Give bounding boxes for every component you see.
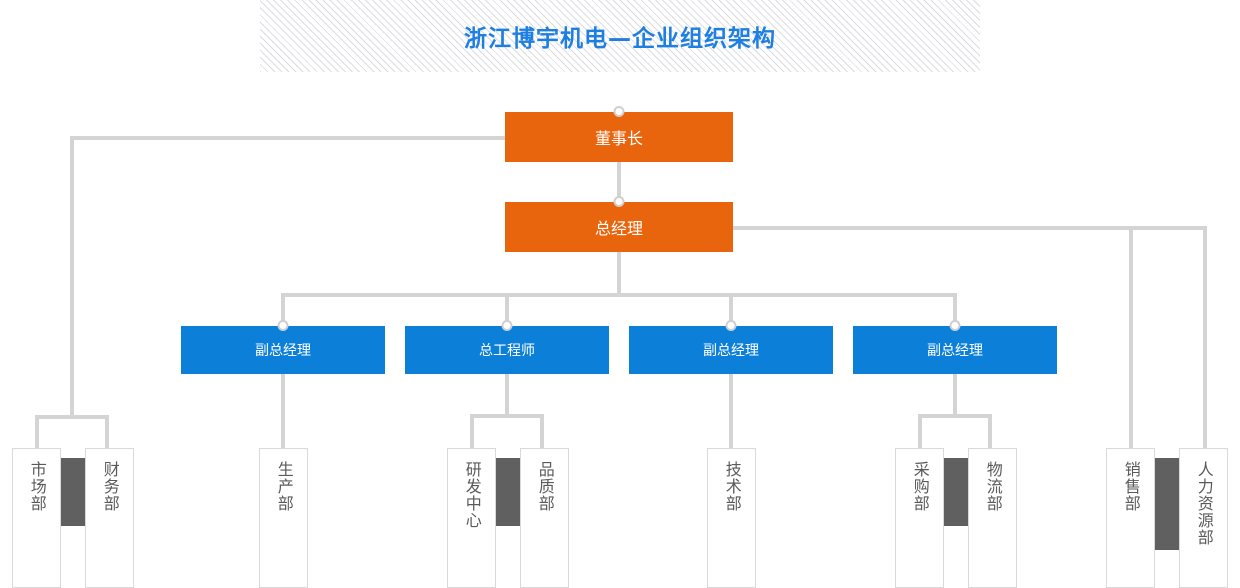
connector-manager4-down (953, 374, 957, 416)
accent-slab (60, 458, 86, 526)
dept-label: 财务部 (100, 461, 120, 512)
connector-drop-hr (1203, 226, 1207, 448)
accent-slab (943, 458, 969, 526)
node-chief-engineer[interactable]: 总工程师 (405, 320, 609, 374)
node-deputy-manager-1[interactable]: 副总经理 (181, 320, 385, 374)
dept-label: 品质部 (535, 461, 555, 512)
connector-drop-production (281, 374, 285, 448)
dept-market[interactable]: 市场部 (12, 448, 61, 588)
connector-chairman-left-drop (70, 136, 74, 415)
node-label: 副总经理 (927, 343, 983, 359)
connector-stud-icon (613, 106, 625, 117)
dept-label: 采购部 (910, 461, 930, 512)
connector-gm-down (617, 252, 621, 297)
connector-managers-bus (281, 293, 957, 297)
dept-sales[interactable]: 销售部 (1106, 448, 1155, 588)
connector-drop-market (35, 415, 39, 448)
node-general-manager-label: 总经理 (594, 219, 643, 238)
dept-quality[interactable]: 品质部 (520, 448, 569, 588)
connector-gm-right-bus (731, 226, 1207, 230)
connector-drop-rd-center (470, 414, 474, 448)
connector-drop-technology (729, 374, 733, 448)
connector-chairman-left-bus (70, 136, 507, 140)
dept-production[interactable]: 生产部 (259, 448, 308, 588)
accent-slab (1154, 458, 1180, 550)
page-title: 浙江博宇机电—企业组织架构 (464, 26, 776, 52)
connector-stud-icon (613, 196, 625, 207)
node-label: 副总经理 (703, 343, 759, 359)
connector-drop-purchase (918, 414, 922, 448)
connector-drop-manager-3 (729, 293, 733, 328)
connector-rd-quality-bus (470, 414, 544, 418)
node-chairman-label: 董事长 (594, 129, 643, 148)
connector-market-finance-bus (35, 415, 109, 419)
connector-purchase-logistics-bus (918, 414, 992, 418)
chart-title-banner: 浙江博宇机电—企业组织架构 (260, 0, 980, 72)
dept-logistics[interactable]: 物流部 (968, 448, 1017, 588)
accent-slab (495, 458, 521, 526)
node-chairman[interactable]: 董事长 (505, 106, 733, 162)
connector-stud-icon (725, 320, 737, 331)
dept-label: 生产部 (274, 461, 294, 512)
dept-human-resources[interactable]: 人力资源部 (1179, 448, 1228, 588)
connector-drop-manager-4 (953, 293, 957, 328)
connector-drop-manager-2 (505, 293, 509, 328)
connector-stud-icon (949, 320, 961, 331)
dept-purchasing[interactable]: 采购部 (895, 448, 944, 588)
dept-label: 物流部 (983, 461, 1003, 512)
node-label: 副总经理 (255, 343, 311, 359)
connector-drop-sales (1129, 226, 1133, 448)
dept-label: 技术部 (722, 461, 742, 512)
dept-label: 市场部 (27, 461, 47, 512)
dept-label: 人力资源部 (1194, 461, 1214, 546)
dept-technology[interactable]: 技术部 (707, 448, 756, 588)
connector-drop-logistics (988, 414, 992, 448)
connector-stud-icon (501, 320, 513, 331)
dept-rd-center[interactable]: 研发中心 (447, 448, 496, 588)
connector-chairman-to-gm (617, 162, 621, 226)
dept-label: 研发中心 (462, 461, 482, 529)
dept-label: 销售部 (1121, 461, 1141, 512)
node-deputy-manager-3[interactable]: 副总经理 (853, 320, 1057, 374)
connector-drop-manager-1 (281, 293, 285, 328)
connector-stud-icon (277, 320, 289, 331)
connector-chief-engineer-down (505, 374, 509, 416)
connector-drop-finance (105, 415, 109, 448)
connector-drop-quality (540, 414, 544, 448)
node-general-manager[interactable]: 总经理 (505, 196, 733, 252)
dept-finance[interactable]: 财务部 (85, 448, 134, 588)
node-deputy-manager-2[interactable]: 副总经理 (629, 320, 833, 374)
node-label: 总工程师 (479, 343, 535, 359)
